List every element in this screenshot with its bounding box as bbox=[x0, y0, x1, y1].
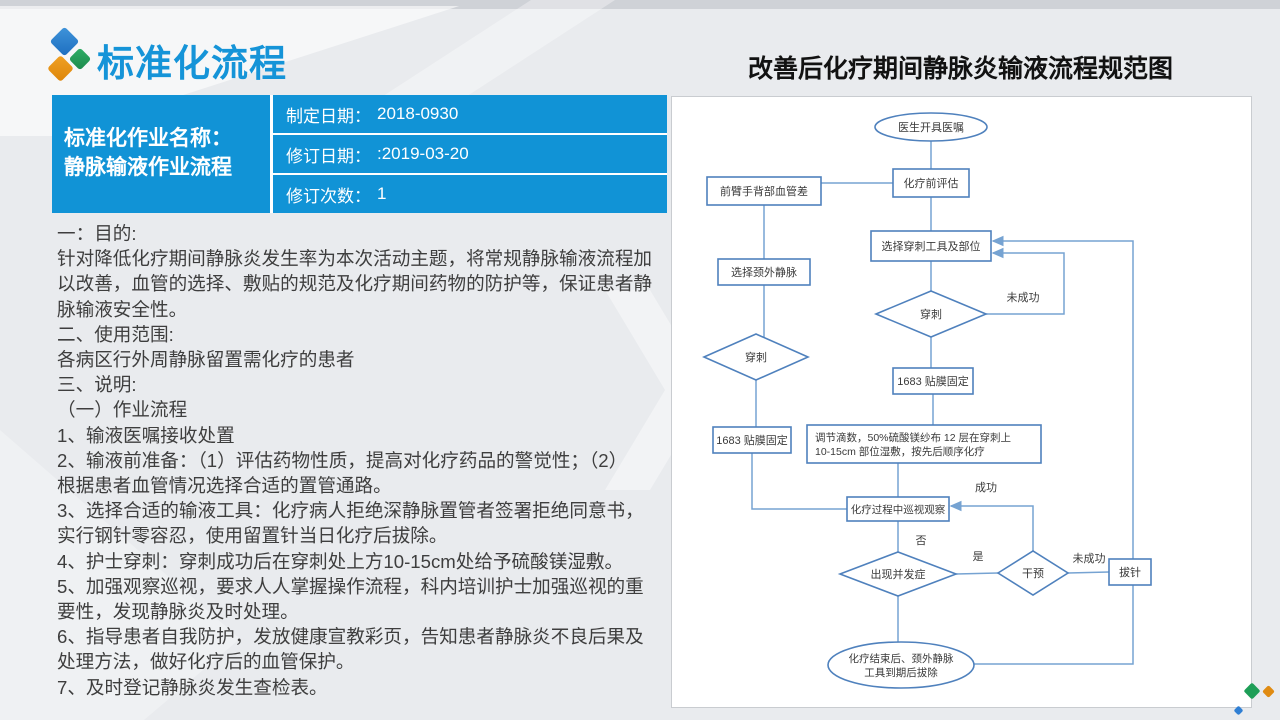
row-value: :2019-03-20 bbox=[377, 144, 469, 163]
poor-vessel-node: 前臂手背部血管差 bbox=[706, 176, 822, 206]
row-value: 2018-0930 bbox=[377, 104, 459, 123]
edge-label: 成功 bbox=[975, 481, 997, 494]
text-line: 根据患者血管情况选择合适的置管通路。 bbox=[57, 475, 392, 497]
row-label: 修订次数： bbox=[286, 186, 371, 206]
flowchart-svg: 医生开具医嘱化疗前评估前臂手背部血管差选择穿刺工具及部位选择颈外静脉穿刺穿刺16… bbox=[702, 112, 1152, 689]
text-line: 7、及时登记静脉炎发生查检表。 bbox=[57, 676, 328, 698]
intervene-node: 干预 bbox=[996, 550, 1070, 596]
flow-connector bbox=[949, 500, 1034, 551]
text-line: 脉输液安全性。 bbox=[57, 298, 188, 320]
text-line: 实行钢针零容忍，使用留置针当日化疗后拔除。 bbox=[57, 525, 448, 547]
text-line: 5、加强观察巡视，要求人人掌握操作流程，科内培训护士加强巡视的重 bbox=[57, 575, 644, 597]
text-line: 3、选择合适的输液工具：化疗病人拒绝深静脉置管者签署拒绝同意书， bbox=[57, 500, 644, 522]
pre-assess-node: 化疗前评估 bbox=[892, 168, 970, 198]
flowchart-title: 改善后化疗期间静脉炎输液流程规范图 bbox=[747, 55, 1173, 83]
film-jugular-node: 1683 贴膜固定 bbox=[712, 426, 792, 454]
corner-orange-diamond-icon bbox=[1262, 685, 1275, 698]
node-label: 前臂手背部血管差 bbox=[720, 184, 808, 198]
info-rows: 制定日期： 2018-0930 修订日期： :2019-03-20 修订次数： … bbox=[273, 95, 667, 213]
node-label: 化疗结束后、颈外静脉 bbox=[849, 652, 954, 665]
operation-name-value: 静脉输液作业流程 bbox=[64, 156, 232, 179]
complication-node: 出现并发症 bbox=[837, 551, 959, 597]
text-line: 一：目的: bbox=[57, 223, 137, 244]
puncture-main-node: 穿刺 bbox=[873, 290, 989, 338]
operation-name-label: 标准化作业名称： bbox=[64, 127, 232, 151]
choose-tool-node: 选择穿刺工具及部位 bbox=[870, 230, 992, 262]
node-label: 穿刺 bbox=[920, 307, 942, 321]
text-line: 1、输液医嘱接收处置 bbox=[57, 424, 235, 446]
flow-connector bbox=[1067, 571, 1110, 574]
node-label: 选择穿刺工具及部位 bbox=[882, 239, 981, 253]
puncture-jugular-node: 穿刺 bbox=[702, 333, 810, 381]
text-line: 针对降低化疗期间静脉炎发生率为本次活动主题，将常规静脉输液流程加 bbox=[57, 248, 653, 270]
flow-connector bbox=[751, 453, 847, 510]
row-label: 制定日期： bbox=[286, 106, 371, 126]
flow-connector bbox=[955, 572, 999, 575]
node-label: 选择颈外静脉 bbox=[731, 265, 797, 279]
text-line: 二、使用范围: bbox=[57, 323, 174, 345]
row-value: 1 bbox=[377, 184, 387, 203]
start-node: 医生开具医嘱 bbox=[874, 112, 988, 142]
text-line: 三、说明: bbox=[57, 374, 137, 396]
text-line: 4、护士穿刺：穿刺成功后在穿刺处上方10-15cm处给予硫酸镁湿敷。 bbox=[57, 550, 624, 572]
node-label: 干预 bbox=[1022, 567, 1044, 580]
table-row-created-date: 制定日期： 2018-0930 bbox=[273, 95, 667, 133]
flow-connector bbox=[986, 247, 1065, 315]
operation-name-cell: 标准化作业名称： 静脉输液作业流程 bbox=[52, 95, 270, 213]
observe-node: 化疗过程中巡视观察 bbox=[846, 496, 950, 522]
row-label: 修订日期： bbox=[286, 146, 371, 166]
node-label: 出现并发症 bbox=[871, 567, 926, 581]
edge-label: 是 bbox=[973, 550, 984, 563]
edge-label: 未成功 bbox=[1007, 291, 1040, 304]
info-table: 标准化作业名称： 静脉输液作业流程 制定日期： 2018-0930 修订日期： … bbox=[52, 95, 667, 213]
choose-jugular-node: 选择颈外静脉 bbox=[717, 258, 811, 286]
pull-needle-node: 拔针 bbox=[1108, 558, 1152, 586]
node-label: 化疗过程中巡视观察 bbox=[851, 503, 946, 516]
text-line: 2、输液前准备：（1）评估药物性质，提高对化疗药品的警觉性；（2） bbox=[57, 449, 628, 471]
node-label: 化疗前评估 bbox=[904, 176, 959, 190]
edge-label: 未成功 bbox=[1073, 552, 1106, 565]
node-label: 穿刺 bbox=[745, 350, 767, 364]
text-line: 6、指导患者自我防护，发放健康宣教彩页，告知患者静脉炎不良后果及 bbox=[57, 626, 644, 648]
page-title: 标准化流程 bbox=[97, 43, 287, 84]
text-line: （一）作业流程 bbox=[57, 399, 188, 421]
text-line: 各病区行外周静脉留置需化疗的患者 bbox=[57, 349, 355, 371]
text-line: 处理方法，做好化疗后的血管保护。 bbox=[57, 651, 355, 673]
node-label: 10-15cm 部位湿敷，按先后顺序化疗 bbox=[815, 445, 985, 458]
node-label: 工具到期后拔除 bbox=[864, 666, 938, 679]
flow-connector bbox=[974, 235, 1134, 665]
node-label: 调节滴数，50%硫酸镁纱布 12 层在穿刺上 bbox=[815, 431, 1011, 444]
node-label: 医生开具医嘱 bbox=[898, 120, 964, 134]
logo-diamonds bbox=[44, 26, 104, 90]
node-label: 1683 贴膜固定 bbox=[716, 433, 788, 447]
edge-label: 否 bbox=[916, 535, 927, 547]
top-strip bbox=[0, 0, 1280, 9]
film-main-node: 1683 贴膜固定 bbox=[892, 367, 974, 395]
procedure-text: 一：目的: 针对降低化疗期间静脉炎发生率为本次活动主题，将常规静脉输液流程加以改善… bbox=[57, 221, 671, 700]
table-row-revision-count: 修订次数： 1 bbox=[273, 175, 667, 213]
table-row-revised-date: 修订日期： :2019-03-20 bbox=[273, 135, 667, 173]
node-label: 拔针 bbox=[1119, 565, 1141, 579]
node-label: 1683 贴膜固定 bbox=[897, 374, 969, 388]
text-line: 要性，发现静脉炎及时处理。 bbox=[57, 601, 299, 623]
text-line: 以改善，血管的选择、敷贴的规范及化疗期间药物的防护等，保证患者静 bbox=[57, 273, 653, 295]
